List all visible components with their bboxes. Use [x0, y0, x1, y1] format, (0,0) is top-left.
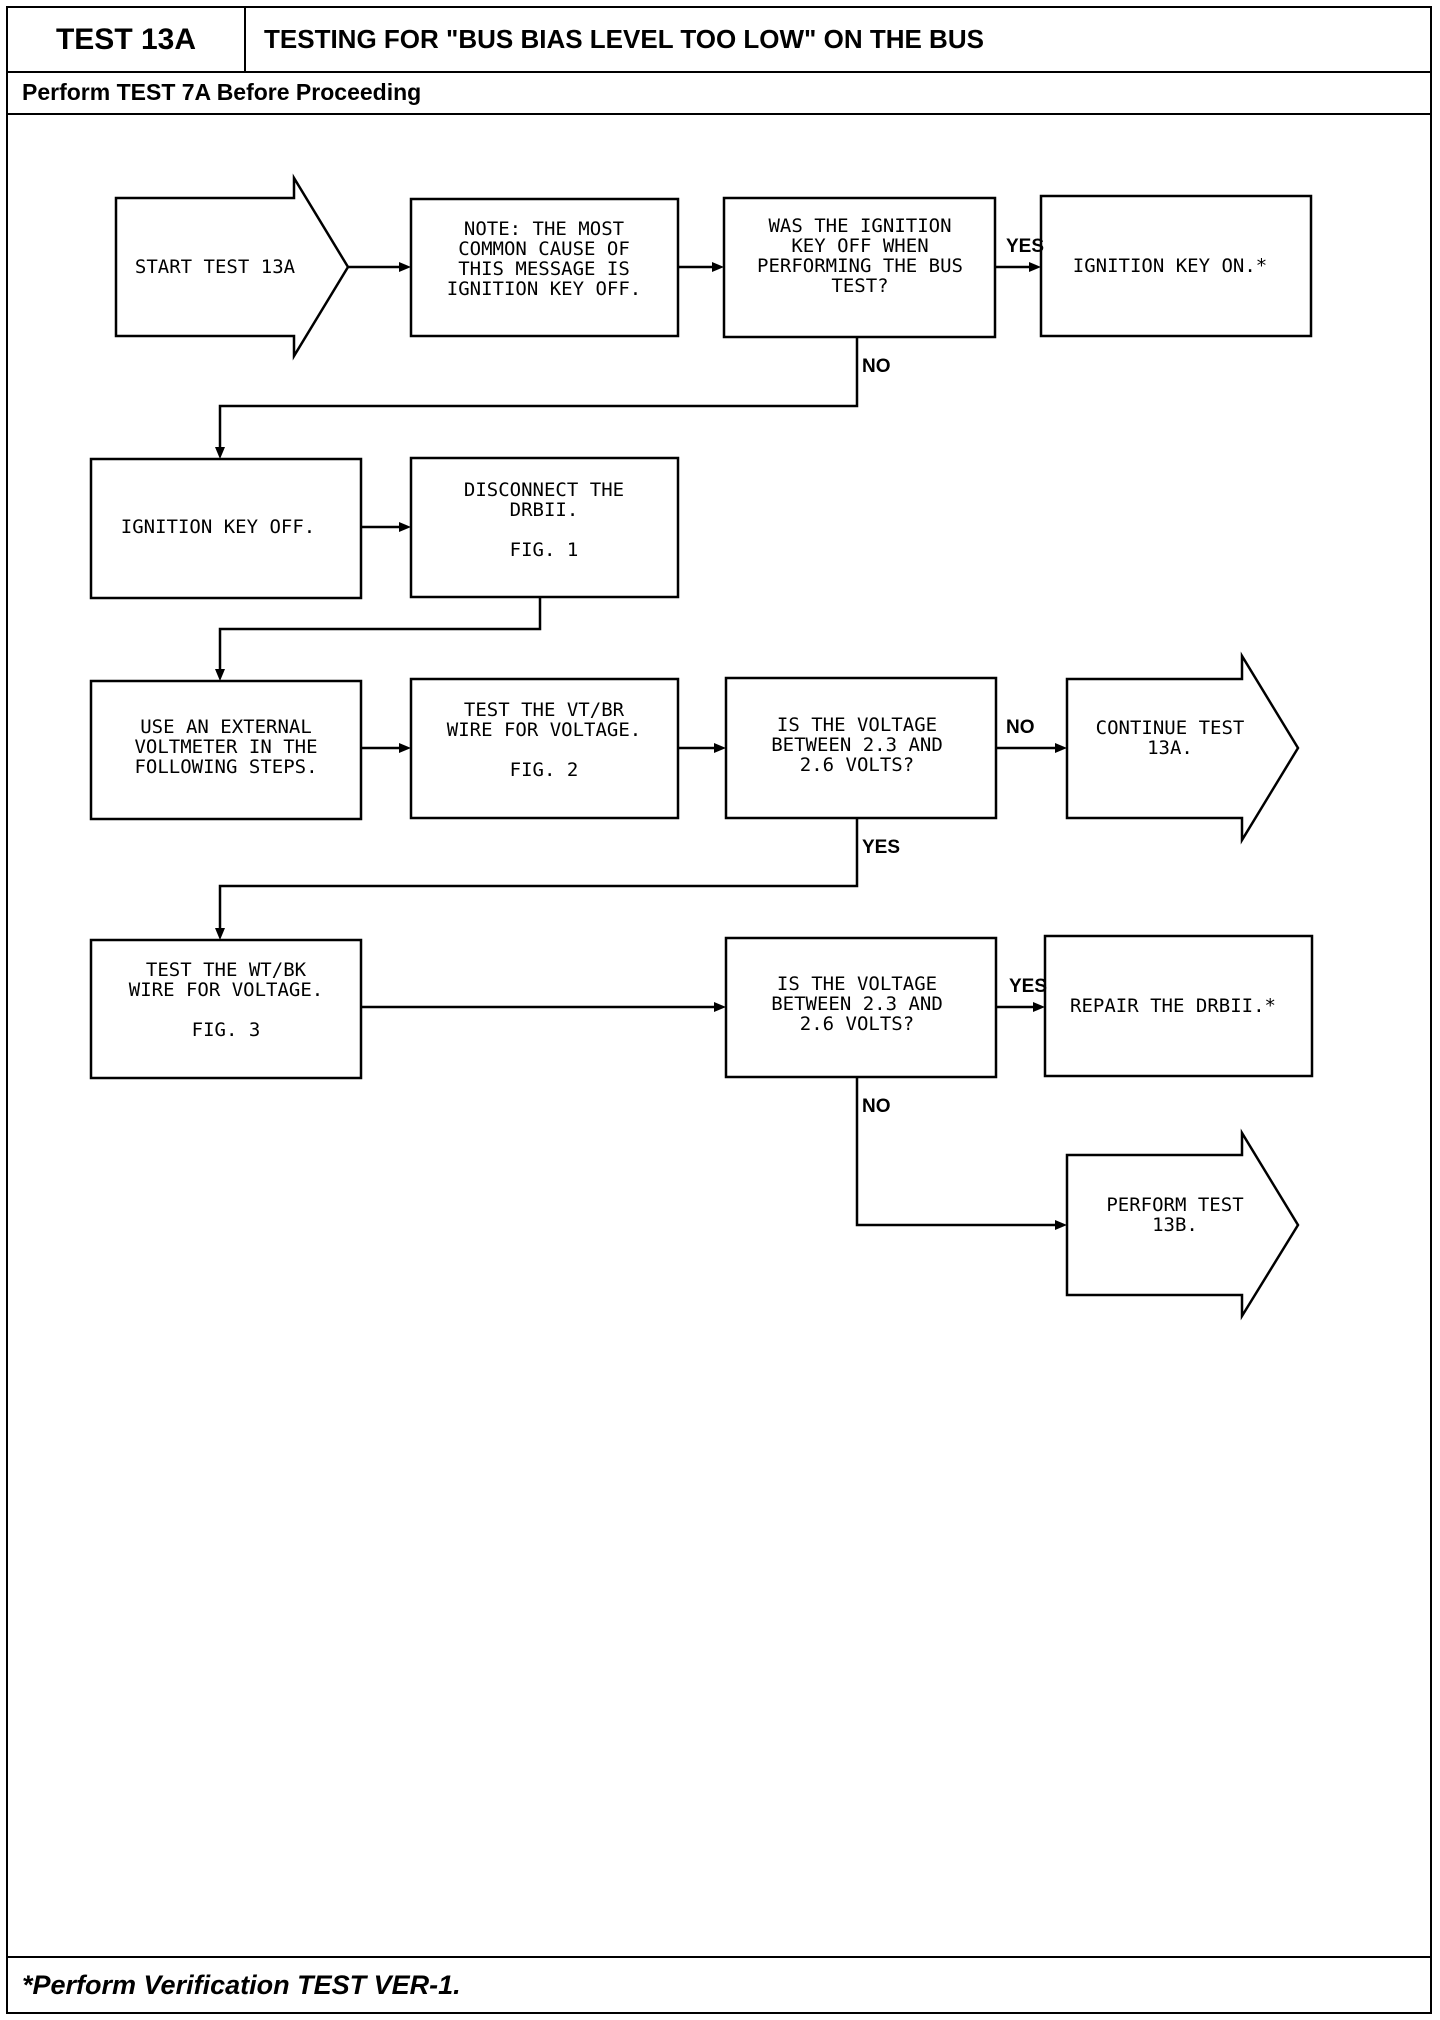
- arrowhead: [215, 669, 225, 681]
- edge-label-no: NO: [1006, 717, 1035, 738]
- edge-label-no: NO: [862, 356, 891, 377]
- footer-note: *Perform Verification TEST VER-1.: [8, 1956, 1430, 2012]
- arrowhead: [714, 743, 726, 753]
- arrowheads: [215, 262, 1067, 1230]
- arrowhead: [1055, 1220, 1067, 1230]
- edge-label-yes: YES: [862, 837, 900, 858]
- node-text-line: CONTINUE TEST: [1096, 717, 1245, 739]
- arrowhead: [1033, 1002, 1045, 1012]
- arrowhead: [1029, 262, 1041, 272]
- node-text-line: TEST THE VT/BR: [464, 699, 625, 721]
- node-text-line: 2.6 VOLTS?: [800, 754, 914, 776]
- node-text-line: 13A.: [1147, 737, 1193, 759]
- edge-voltage2-no: [855, 1077, 1061, 1227]
- node-text-line: KEY OFF WHEN: [791, 235, 928, 257]
- header-row: TEST 13A TESTING FOR "BUS BIAS LEVEL TOO…: [8, 8, 1430, 73]
- node-text-line: PERFORM TEST: [1106, 1194, 1243, 1216]
- repair-drbii-text: REPAIR THE DRBII.*: [1070, 995, 1276, 1017]
- node-text-line: BETWEEN 2.3 AND: [771, 734, 943, 756]
- arrowhead: [1055, 743, 1067, 753]
- ignition-key-off-box: IGNITION KEY OFF.: [89, 457, 363, 600]
- start-node: START TEST 13A: [114, 173, 350, 361]
- node-text-line: REPAIR THE DRBII.*: [1070, 995, 1276, 1017]
- ignition-key-on-box: IGNITION KEY ON.*: [1039, 194, 1313, 338]
- edge-label-yes: YES: [1006, 236, 1044, 257]
- arrowhead: [714, 1002, 726, 1012]
- node-text-line: WAS THE IGNITION: [768, 215, 951, 237]
- edge-label-yes: YES: [1009, 976, 1047, 997]
- arrowhead: [399, 743, 411, 753]
- node-text-line: WIRE FOR VOLTAGE.: [447, 719, 641, 741]
- node-text-line: START TEST 13A: [135, 256, 296, 278]
- start-label: START TEST 13A: [135, 256, 296, 278]
- test-id-label: TEST 13A: [8, 8, 246, 71]
- node-text-line: IS THE VOLTAGE: [777, 714, 937, 736]
- node-text-line: BETWEEN 2.3 AND: [771, 993, 943, 1015]
- node-text-line: PERFORMING THE BUS: [757, 255, 963, 277]
- connectors: [218, 265, 1061, 1227]
- node-text-line: FIG. 1: [510, 539, 579, 561]
- node-text-line: IGNITION KEY ON.*: [1073, 255, 1267, 277]
- node-text-line: USE AN EXTERNAL: [140, 716, 312, 738]
- node-text-line: IS THE VOLTAGE: [777, 973, 937, 995]
- node-text-line: IGNITION KEY OFF.: [447, 278, 641, 300]
- node-text-line: FIG. 3: [192, 1019, 261, 1041]
- arrowhead: [215, 928, 225, 940]
- node-text-line: TEST THE WT/BK: [146, 959, 307, 981]
- ignition-key-on-text: IGNITION KEY ON.*: [1073, 255, 1267, 277]
- page-title: TESTING FOR "BUS BIAS LEVEL TOO LOW" ON …: [264, 24, 984, 54]
- edge-voltage1-yes: [218, 818, 859, 934]
- arrowhead: [399, 522, 411, 532]
- node-text-line: WIRE FOR VOLTAGE.: [129, 979, 323, 1001]
- node-text-line: NOTE: THE MOST: [464, 218, 624, 240]
- ignition-key-off-text: IGNITION KEY OFF.: [121, 516, 315, 538]
- node-text-line: DISCONNECT THE: [464, 479, 624, 501]
- edge-labels: YES NO NO YES YES NO: [862, 236, 1047, 1117]
- node-text-line: DRBII.: [510, 499, 579, 521]
- node-text-line: THIS MESSAGE IS: [458, 258, 630, 280]
- repair-drbii-box: REPAIR THE DRBII.*: [1043, 934, 1314, 1078]
- node-text-line: 13B.: [1152, 1214, 1198, 1236]
- node-text-line: VOLTMETER IN THE: [134, 736, 317, 758]
- edge-disconnect-voltmeter: [218, 597, 542, 675]
- edge-ignition-no: [218, 337, 859, 453]
- node-text-line: FIG. 2: [510, 759, 579, 781]
- node-text-line: 2.6 VOLTS?: [800, 1013, 914, 1035]
- arrowhead: [712, 262, 724, 272]
- arrowhead: [215, 447, 225, 459]
- node-text-line: IGNITION KEY OFF.: [121, 516, 315, 538]
- node-text-line: COMMON CAUSE OF: [458, 238, 630, 260]
- arrowhead: [399, 262, 411, 272]
- node-text-line: TEST?: [831, 275, 888, 297]
- node-text-line: FOLLOWING STEPS.: [134, 756, 317, 778]
- prerequisite-note: Perform TEST 7A Before Proceeding: [8, 71, 1430, 115]
- edge-label-no: NO: [862, 1096, 891, 1117]
